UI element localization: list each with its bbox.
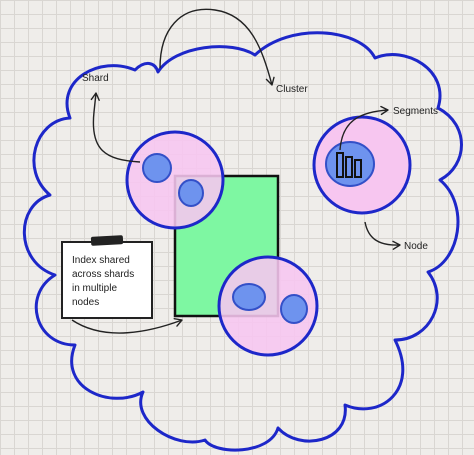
note-line-4: nodes <box>72 297 99 308</box>
segment-bar-3 <box>354 159 362 178</box>
arrow-segments <box>339 105 389 151</box>
segment-bar-1 <box>336 152 344 178</box>
arrow-node <box>364 221 401 250</box>
cluster-outline <box>22 31 463 452</box>
label-segments: Segments <box>393 106 438 117</box>
note-card: Index shared across shards in multiple n… <box>61 235 153 319</box>
note-line-2: across shards <box>72 269 134 280</box>
tape-strip <box>90 235 124 246</box>
node-right <box>312 115 412 215</box>
shard-bottom-1 <box>232 283 266 311</box>
note-line-3: in multiple <box>72 283 117 294</box>
shard-left-2 <box>178 179 204 207</box>
label-shard: Shard <box>82 73 109 84</box>
shard-left-1 <box>142 153 172 183</box>
label-cluster: Cluster <box>276 84 308 95</box>
arrow-shard <box>90 92 141 163</box>
node-left <box>125 130 225 230</box>
shard-bottom-2 <box>280 294 308 324</box>
arrow-cluster <box>159 8 275 86</box>
shard-right <box>325 141 375 187</box>
segment-bars <box>336 152 362 178</box>
segment-bar-2 <box>345 156 353 178</box>
label-node: Node <box>404 241 428 252</box>
note-line-1: Index shared <box>72 255 130 266</box>
arrow-note-to-index <box>71 318 183 334</box>
node-bottom <box>217 255 319 357</box>
